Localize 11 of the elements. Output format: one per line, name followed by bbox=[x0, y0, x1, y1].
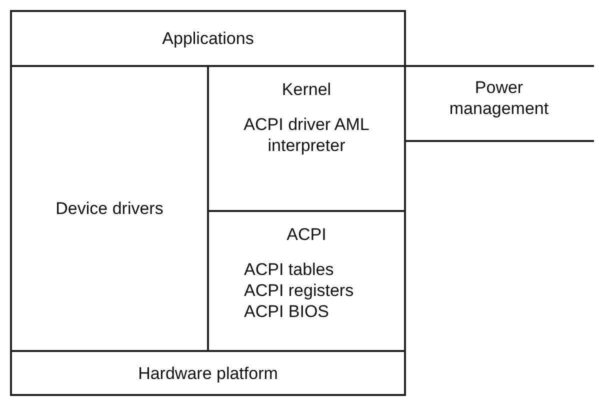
layer-contents: ACPI driver AML interpreter bbox=[242, 114, 370, 156]
layer-label: Applications bbox=[162, 28, 254, 49]
layer-label: Hardware platform bbox=[138, 362, 278, 384]
layer-box bbox=[10, 10, 406, 67]
layer-box bbox=[404, 65, 594, 142]
layer-label: Power management bbox=[448, 77, 550, 119]
layer-box bbox=[10, 350, 406, 396]
layer-label: ACPI bbox=[286, 224, 326, 245]
layer-contents: ACPI tables ACPI registers ACPI BIOS bbox=[244, 259, 355, 322]
layer-label: Kernel bbox=[282, 79, 332, 100]
layer-label: Device drivers bbox=[56, 198, 164, 219]
